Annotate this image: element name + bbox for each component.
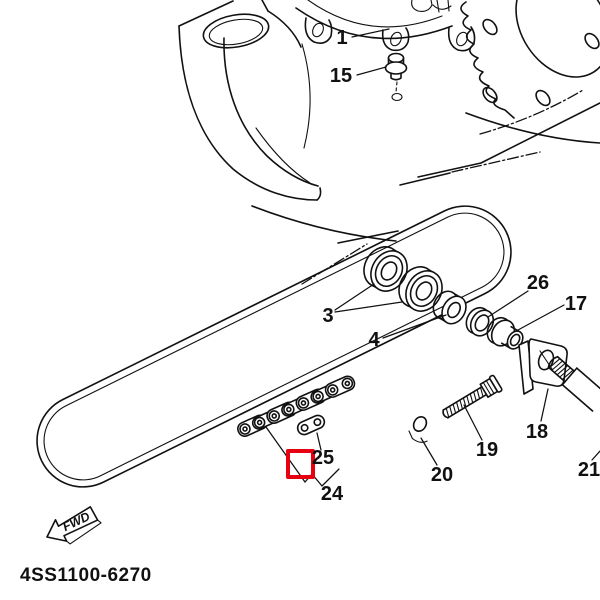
sprocket-bolt-hole bbox=[584, 32, 600, 50]
callout-26[interactable]: 26 bbox=[527, 272, 549, 294]
bearing-2 bbox=[398, 266, 443, 312]
spacer bbox=[432, 290, 467, 325]
callout-25[interactable]: 25 bbox=[312, 447, 334, 469]
callout-3[interactable]: 3 bbox=[322, 305, 333, 327]
cover-bolt bbox=[384, 52, 408, 102]
axle-nut bbox=[407, 412, 437, 443]
chain-loop bbox=[36, 205, 512, 488]
sprocket-teeth bbox=[460, 1, 515, 119]
cover-ear bbox=[381, 27, 410, 52]
leader-lines bbox=[265, 28, 600, 487]
callout-24[interactable]: 24 bbox=[321, 483, 344, 505]
hub-flange bbox=[465, 112, 600, 144]
axle-threads bbox=[548, 358, 574, 380]
bearing-1 bbox=[363, 246, 408, 292]
highlight-box[interactable] bbox=[286, 449, 315, 479]
master-link-plate bbox=[296, 414, 326, 436]
chain-links bbox=[237, 375, 356, 437]
bolt-hole bbox=[391, 92, 403, 102]
axle bbox=[547, 355, 600, 412]
fwd-arrow: FWD bbox=[46, 506, 102, 545]
bolt-threads bbox=[445, 387, 484, 418]
callout-1[interactable]: 1 bbox=[336, 27, 347, 49]
adjuster-block bbox=[518, 338, 568, 395]
adjuster-bolt bbox=[442, 374, 503, 419]
sprocket-bolt-hole bbox=[535, 89, 551, 107]
callout-18[interactable]: 18 bbox=[526, 421, 548, 443]
callout-21[interactable]: 21 bbox=[578, 459, 600, 481]
swingarm bbox=[251, 102, 600, 285]
sprocket-bolt-hole bbox=[482, 18, 498, 36]
sprocket-opening bbox=[515, 0, 600, 78]
clutch-cover bbox=[295, 0, 476, 52]
callout-4[interactable]: 4 bbox=[368, 329, 380, 351]
rear-sprocket bbox=[460, 0, 600, 144]
cover-ear bbox=[447, 26, 476, 52]
callout-labels: 1 3 4 15 17 18 19 20 21 24 25 26 bbox=[312, 27, 600, 505]
callout-15[interactable]: 15 bbox=[330, 65, 352, 87]
drawing-number: 4SS1100-6270 bbox=[20, 565, 152, 586]
cover-ear bbox=[304, 17, 333, 44]
callout-20[interactable]: 20 bbox=[431, 464, 453, 486]
engine-cover bbox=[178, 0, 322, 201]
sprocket-bolt-hole bbox=[482, 86, 498, 104]
callout-19[interactable]: 19 bbox=[476, 439, 498, 461]
callout-17[interactable]: 17 bbox=[565, 293, 587, 315]
